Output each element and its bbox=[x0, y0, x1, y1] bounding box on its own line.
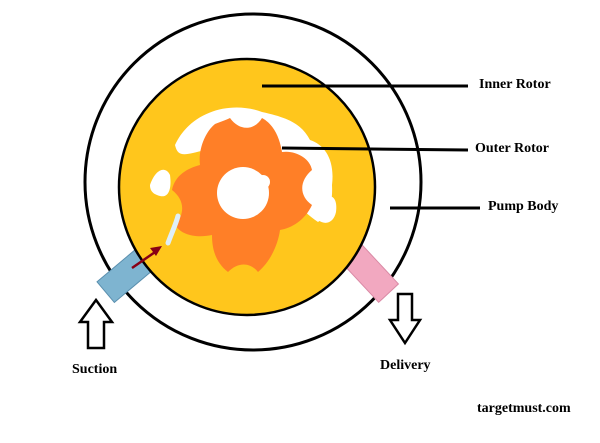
gear-hub-key bbox=[256, 175, 270, 189]
pump-body-label: Pump Body bbox=[488, 199, 559, 214]
source-credit: targetmust.com bbox=[477, 401, 571, 416]
gear-hub bbox=[217, 167, 269, 219]
suction-arrow-icon bbox=[77, 297, 115, 350]
inner-rotor-label: Inner Rotor bbox=[479, 77, 551, 92]
leader-outer-rotor bbox=[281, 146, 469, 152]
suction-inlet-wisp bbox=[165, 213, 181, 246]
delivery-arrow-icon bbox=[387, 292, 423, 346]
fluid-pocket-left bbox=[150, 169, 171, 197]
suction-label: Suction bbox=[72, 362, 118, 377]
fluid-pocket-right bbox=[318, 196, 337, 223]
flow-arrow-line bbox=[131, 248, 159, 270]
delivery-label: Delivery bbox=[380, 358, 431, 373]
outer-rotor-label: Outer Rotor bbox=[475, 141, 549, 156]
flow-arrow-head bbox=[150, 246, 162, 256]
